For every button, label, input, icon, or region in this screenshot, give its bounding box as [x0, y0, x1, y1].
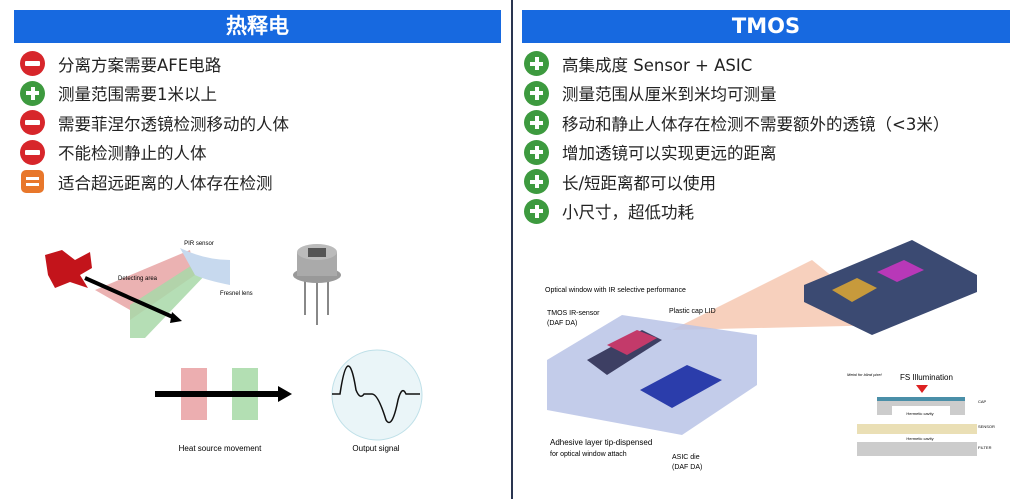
- item-text: 测量范围从厘米到米均可测量: [562, 85, 777, 105]
- tmos-header: TMOS: [522, 10, 1010, 43]
- item-text: 需要菲涅尔透镜检测移动的人体: [58, 114, 289, 134]
- plus-icon: [524, 51, 549, 77]
- motion-arrow: [84, 276, 176, 320]
- list-item: 不能检测静止的人体: [20, 138, 289, 168]
- item-text: 小尺寸，超低功耗: [562, 203, 694, 223]
- pir-sensor-component: [293, 244, 341, 325]
- tmos-illustration: Optical window with IR selective perform…: [545, 240, 995, 471]
- minus-icon: [20, 110, 45, 136]
- list-item: 测量范围需要1米以上: [20, 79, 289, 109]
- list-item: 增加透镜可以实现更远的距离: [524, 138, 949, 168]
- plus-icon: [524, 80, 549, 106]
- plus-icon: [524, 169, 549, 195]
- tmos-package: [547, 315, 757, 435]
- cross-section-diagram: FS Illumination Metal for blind pixel He…: [847, 372, 995, 456]
- item-text: 移动和静止人体存在检测不需要额外的透镜（<3米）: [562, 114, 950, 134]
- adhesive-label-2: for optical window attach: [550, 451, 627, 458]
- list-item: 小尺寸，超低功耗: [524, 197, 949, 227]
- output-signal-label: Output signal: [352, 444, 399, 453]
- sensor-chip-closeup: [804, 240, 977, 335]
- item-text: 测量范围需要1米以上: [58, 85, 217, 105]
- item-text: 长/短距离都可以使用: [562, 173, 717, 193]
- item-text: 适合超远距离的人体存在检测: [58, 173, 273, 193]
- tmos-feature-list: 高集成度 Sensor + ASIC 测量范围从厘米到米均可测量 移动和静止人体…: [524, 49, 949, 226]
- detecting-area-label: Detecting area: [118, 276, 158, 282]
- sensor-label: SENSOR: [978, 424, 995, 429]
- detecting-zone-red: [95, 250, 195, 320]
- fresnel-lens-label: Fresnel lens: [220, 291, 253, 297]
- hermetic-label-2: Hermetic cavity: [906, 436, 933, 441]
- list-item: 测量范围从厘米到米均可测量: [524, 79, 949, 109]
- heat-source-label: Heat source movement: [179, 444, 262, 453]
- list-item: 高集成度 Sensor + ASIC: [524, 49, 949, 79]
- plus-icon: [20, 80, 45, 106]
- tmos-sensor-label: TMOS IR-sensor: [547, 310, 600, 317]
- item-text: 高集成度 Sensor + ASIC: [562, 55, 753, 75]
- item-text: 分离方案需要AFE电路: [58, 55, 222, 75]
- detecting-zone-green: [130, 260, 210, 338]
- minus-icon: [20, 51, 45, 77]
- filter-label: FILTER: [978, 445, 992, 450]
- asic-daf-label: (DAF DA): [672, 464, 702, 471]
- dragon-icon: [45, 250, 92, 288]
- item-text: 不能检测静止的人体: [58, 144, 207, 164]
- plus-icon: [524, 110, 549, 136]
- cap-label: CAP: [978, 399, 987, 404]
- optical-window-label: Optical window with IR selective perform…: [545, 287, 686, 294]
- list-item: 分离方案需要AFE电路: [20, 49, 289, 79]
- plus-icon: [524, 198, 549, 224]
- tmos-daf-label: (DAF DA): [547, 320, 577, 327]
- list-item: 长/短距离都可以使用: [524, 167, 949, 197]
- pyroelectric-header: 热释电: [14, 10, 501, 43]
- list-item: 适合超远距离的人体存在检测: [20, 167, 289, 197]
- item-text: 增加透镜可以实现更远的距离: [562, 144, 777, 164]
- output-signal-plot: [331, 349, 423, 441]
- adhesive-label: Adhesive layer tip-dispensed: [550, 438, 652, 447]
- minus-icon: [20, 139, 45, 165]
- metal-note-label: Metal for blind pixel: [847, 372, 882, 377]
- pyroelectric-feature-list: 分离方案需要AFE电路 测量范围需要1米以上 需要菲涅尔透镜检测移动的人体 不能…: [20, 49, 289, 197]
- plastic-cap-label: Plastic cap LID: [669, 308, 716, 315]
- plus-icon: [524, 139, 549, 165]
- asic-label: ASIC die: [672, 454, 700, 461]
- pir-illustration: PIR sensor Detecting area Fresnel lens H…: [45, 241, 423, 453]
- list-item: 移动和静止人体存在检测不需要额外的透镜（<3米）: [524, 108, 949, 138]
- equal-icon: [21, 170, 44, 194]
- list-item: 需要菲涅尔透镜检测移动的人体: [20, 108, 289, 138]
- pir-sensor-label: PIR sensor: [184, 241, 214, 247]
- fs-illumination-label: FS Illumination: [900, 373, 953, 382]
- fresnel-lens: [180, 248, 230, 285]
- column-divider: [511, 0, 513, 499]
- hermetic-label-1: Hermetic cavity: [906, 411, 933, 416]
